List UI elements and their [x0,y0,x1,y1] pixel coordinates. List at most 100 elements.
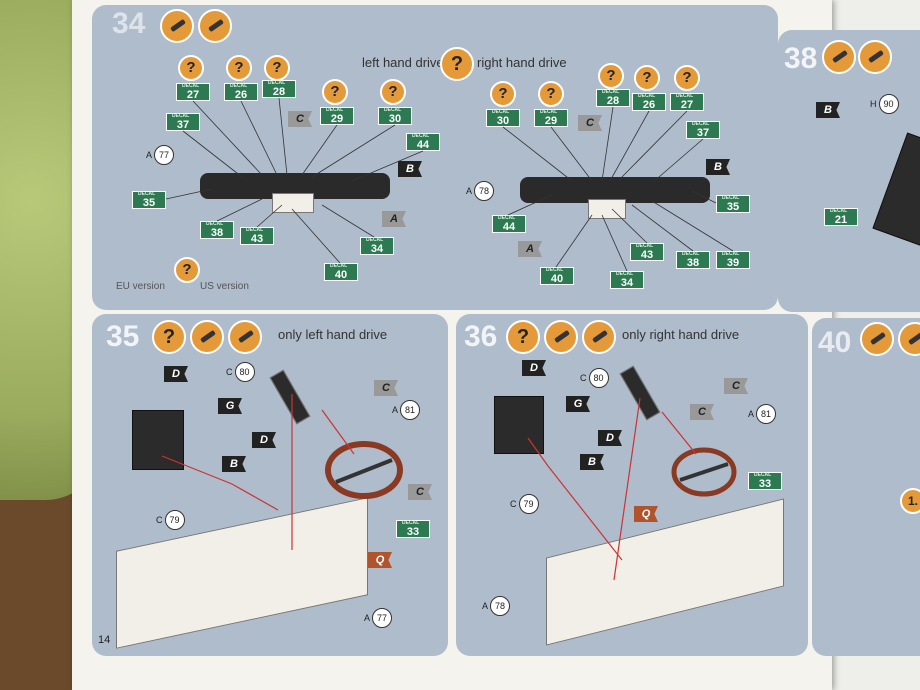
decal-label: 37 [686,121,720,139]
step-number: 34 [112,7,146,40]
decal-label: 29 [320,107,354,125]
flag-d: D [598,430,622,446]
step-34-panel: 34 left hand drive ? right hand drive ? … [92,5,778,310]
flag-b: B [222,456,246,472]
flag-d: D [164,366,188,382]
flag-b: B [706,159,730,175]
question-icon: ? [674,65,700,91]
lhd-console [272,193,314,213]
question-icon: ? [440,47,474,81]
rhd-label: right hand drive [477,55,567,70]
decal-label: 40 [324,263,358,281]
decal-label: 30 [378,107,412,125]
paint-icon [198,9,232,43]
pedal-bracket [132,410,184,470]
step-40-panel: 40 1. [812,318,920,656]
decal-label: 43 [240,227,274,245]
flag-c: C [408,484,432,500]
flag-c: C [724,378,748,394]
question-icon: ? [538,81,564,107]
flag-c: C [578,115,602,131]
decal-label: 28 [596,89,630,107]
decal-label: 39 [716,251,750,269]
decal-label: 34 [360,237,394,255]
page-number: 14 [98,634,111,646]
step-35-panel: 35 ? only left hand drive D G D B C C Q … [92,314,448,656]
flag-q: Q [368,552,392,568]
question-icon: ? [322,79,348,105]
question-icon: ? [506,320,540,354]
rhd-dashboard [520,177,710,203]
flag-c: C [288,111,312,127]
body-panel [872,132,920,250]
decal-label: 33 [748,472,782,490]
decal-label: 38 [200,221,234,239]
question-icon: ? [380,79,406,105]
question-icon: ? [174,257,200,283]
question-icon: ? [634,65,660,91]
glue-icon [160,9,194,43]
flag-b: B [580,454,604,470]
step-36-panel: 36 ? only right hand drive D G D B C C Q… [456,314,808,656]
flag-d: D [522,360,546,376]
step-marker: 1. [900,488,920,514]
decal-label: 43 [630,243,664,261]
decal-label: 21 [824,208,858,226]
question-icon: ? [490,81,516,107]
question-icon: ? [152,320,186,354]
paint-icon [858,40,892,74]
flag-a: A [518,241,542,257]
decal-label: 37 [166,113,200,131]
flag-g: G [218,398,242,414]
decal-label: 28 [262,80,296,98]
decal-label: 27 [176,83,210,101]
decal-label: 33 [396,520,430,538]
flag-c: C [690,404,714,420]
question-icon: ? [598,63,624,89]
step-number: 36 [464,320,498,353]
question-icon: ? [226,55,252,81]
step-38-panel: 38 B H90 21 [778,30,920,312]
decal-label: 44 [492,215,526,233]
flag-c: C [374,380,398,396]
pedal-bracket [494,396,544,454]
flag-b: B [398,161,422,177]
flag-q: Q [634,506,658,522]
flag-a: A [382,211,406,227]
decal-label: 40 [540,267,574,285]
decal-label: 35 [716,195,750,213]
paint-icon [898,322,920,356]
step-number: 40 [818,326,852,359]
steering-wheel [527,397,737,581]
glue-icon [190,320,224,354]
lhd-label: left hand drive [362,55,444,70]
step-number: 35 [106,320,140,353]
glue-icon [544,320,578,354]
decal-label: 35 [132,191,166,209]
step-caption: only right hand drive [622,327,740,342]
glue-icon [822,40,856,74]
step-caption: only left hand drive [278,327,388,342]
decal-label: 26 [632,93,666,111]
flag-d: D [252,432,276,448]
decal-label: 34 [610,271,644,289]
flag-g: G [566,396,590,412]
paint-icon [582,320,616,354]
decal-label: 26 [224,83,258,101]
decal-label: 27 [670,93,704,111]
decal-label: 44 [406,133,440,151]
us-version-label: US version [200,281,249,292]
decal-label: 29 [534,109,568,127]
glue-icon [860,322,894,356]
